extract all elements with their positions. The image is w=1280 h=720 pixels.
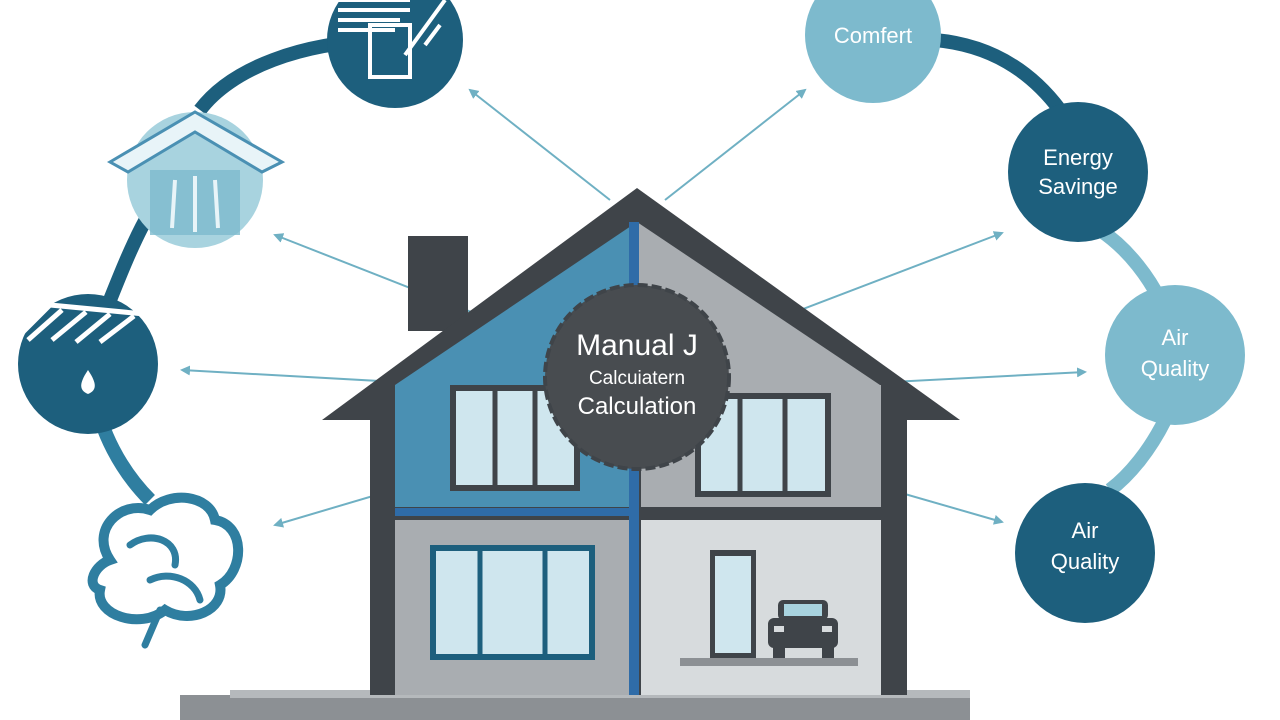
badge-subtitle: Calcuiatern bbox=[589, 368, 685, 389]
comfort-label: Comfert bbox=[834, 23, 912, 48]
node-window-shutter bbox=[327, 0, 463, 108]
air-quality-upper-line2: Quality bbox=[1141, 356, 1209, 381]
front-door bbox=[710, 550, 756, 658]
right-cycle-arc bbox=[934, 33, 1172, 496]
upper-right-window bbox=[695, 393, 831, 497]
badge-title: Manual J bbox=[576, 329, 698, 362]
node-weather-swirl bbox=[87, 492, 244, 649]
roof-moisture-icon bbox=[3, 302, 156, 352]
node-roof-moisture bbox=[3, 294, 158, 434]
chimney bbox=[408, 236, 468, 331]
garage-floor bbox=[680, 658, 858, 666]
badge-caption: Calculation bbox=[578, 393, 697, 420]
ground-strip bbox=[180, 695, 970, 720]
floor-divider-accent bbox=[395, 508, 637, 516]
lower-right-wall bbox=[641, 520, 881, 695]
air-quality-upper-line1: Air bbox=[1162, 325, 1189, 350]
node-air-quality-upper: Air Quality bbox=[1105, 285, 1245, 425]
window-shutter-icon bbox=[338, 0, 447, 79]
node-comfort: Comfert bbox=[805, 0, 941, 103]
roof-insulation-icon bbox=[106, 110, 286, 235]
lower-left-window bbox=[430, 545, 595, 660]
node-air-quality-lower: Air Quality bbox=[1015, 483, 1155, 623]
air-quality-lower-line1: Air bbox=[1072, 518, 1099, 543]
weather-swirl-icon bbox=[87, 492, 244, 649]
car-icon bbox=[768, 600, 838, 658]
energy-savings-label-line1: Energy bbox=[1043, 145, 1113, 170]
node-roof-insulation bbox=[106, 110, 286, 248]
energy-savings-label-line2: Savinge bbox=[1038, 174, 1118, 199]
center-badge: Manual J Calcuiatern Calculation bbox=[543, 283, 731, 471]
left-cycle-arc bbox=[88, 33, 396, 505]
air-quality-lower-line2: Quality bbox=[1051, 549, 1119, 574]
node-energy-savings: Energy Savinge bbox=[1008, 102, 1148, 242]
arrow-to-comfort bbox=[664, 88, 807, 201]
arrow-to-window-shutter bbox=[468, 88, 611, 201]
